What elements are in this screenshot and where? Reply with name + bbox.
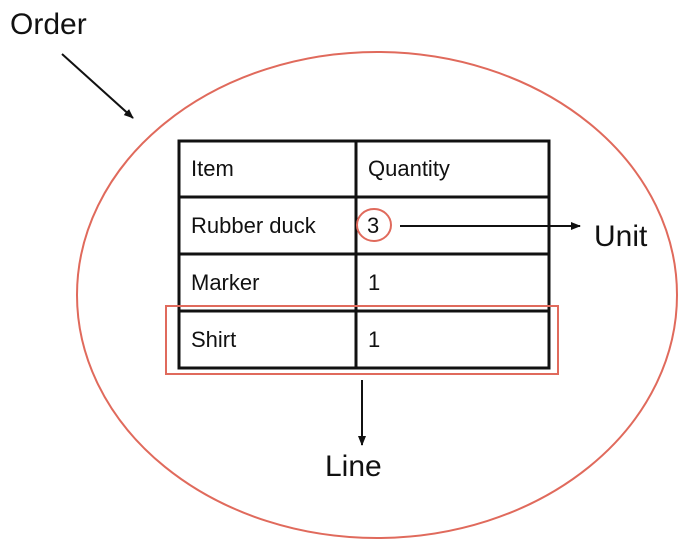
line-label: Line: [325, 450, 382, 483]
table-header-item: Item: [191, 156, 234, 181]
table-header-quantity: Quantity: [368, 156, 450, 181]
line-highlight-rect: [165, 305, 559, 375]
table-cell-quantity: 3: [367, 213, 380, 238]
order-label: Order: [10, 8, 87, 41]
table-cell-quantity: 1: [368, 270, 381, 295]
order-arrow: [61, 53, 134, 119]
table-cell-item: Marker: [191, 270, 260, 295]
order-table: [177, 139, 551, 370]
order-circle: [76, 51, 678, 539]
table-cell-item: Rubber duck: [191, 213, 316, 238]
unit-label: Unit: [594, 220, 648, 253]
table-cell-quantity: 1: [368, 327, 381, 352]
table-cell-item: Shirt: [191, 327, 237, 352]
unit-highlight-circle: [356, 208, 392, 242]
